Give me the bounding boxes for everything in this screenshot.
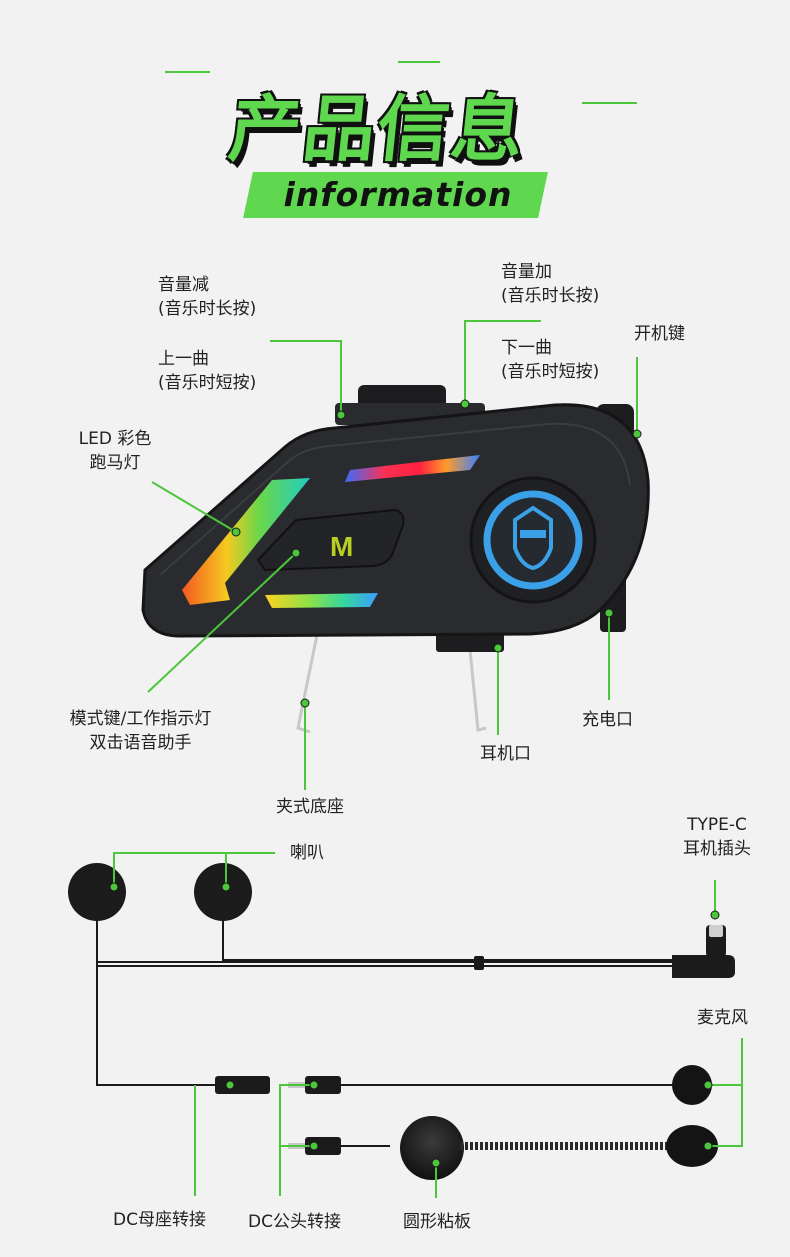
label-round-pad: 圆形粘板 bbox=[403, 1212, 471, 1232]
cable-joint bbox=[474, 956, 484, 970]
mic-foam-2 bbox=[666, 1125, 718, 1167]
label-prev-track: 上一曲 (音乐时短按) bbox=[158, 349, 257, 393]
label-vol-down: 音量减 (音乐时长按) bbox=[158, 275, 257, 319]
speaker-right bbox=[194, 863, 252, 921]
callout-lines bbox=[113, 320, 743, 1198]
page-subtitle: information bbox=[283, 175, 513, 214]
led-top-strip bbox=[345, 455, 480, 482]
typec-plug bbox=[672, 925, 735, 978]
label-dc-female: DC母座转接 bbox=[113, 1210, 206, 1230]
mode-key-label: M bbox=[330, 531, 353, 562]
label-typec-plug: TYPE-C 耳机插头 bbox=[683, 815, 751, 859]
label-power-key: 开机键 bbox=[634, 324, 685, 344]
headset-cables bbox=[96, 920, 678, 1147]
label-led-lights: LED 彩色 跑马灯 bbox=[78, 429, 152, 473]
header-deco-line-right bbox=[582, 102, 637, 104]
led-bottom-strip bbox=[265, 593, 378, 608]
label-microphone: 麦克风 bbox=[697, 1008, 748, 1028]
speaker-left bbox=[68, 863, 126, 921]
label-clip-base: 夹式底座 bbox=[276, 797, 344, 817]
round-pad bbox=[400, 1116, 464, 1180]
label-vol-up: 音量加 (音乐时长按) bbox=[501, 262, 600, 306]
blue-ring-logo bbox=[469, 476, 597, 604]
label-mode-key: 模式键/工作指示灯 双击语音助手 bbox=[69, 709, 212, 753]
led-left-strip bbox=[182, 478, 310, 605]
header-deco-line-top bbox=[398, 61, 440, 63]
mic-foam-1 bbox=[672, 1065, 712, 1105]
label-earphone-port: 耳机口 bbox=[480, 744, 531, 764]
label-charge-port: 充电口 bbox=[582, 710, 633, 730]
header-deco-line-left bbox=[165, 71, 210, 73]
label-speaker: 喇叭 bbox=[290, 843, 324, 863]
label-next-track: 下一曲 (音乐时短按) bbox=[501, 338, 600, 382]
dc-female-connector bbox=[215, 1076, 270, 1094]
label-dc-male: DC公头转接 bbox=[248, 1212, 341, 1232]
callout-dots bbox=[109, 399, 720, 1168]
